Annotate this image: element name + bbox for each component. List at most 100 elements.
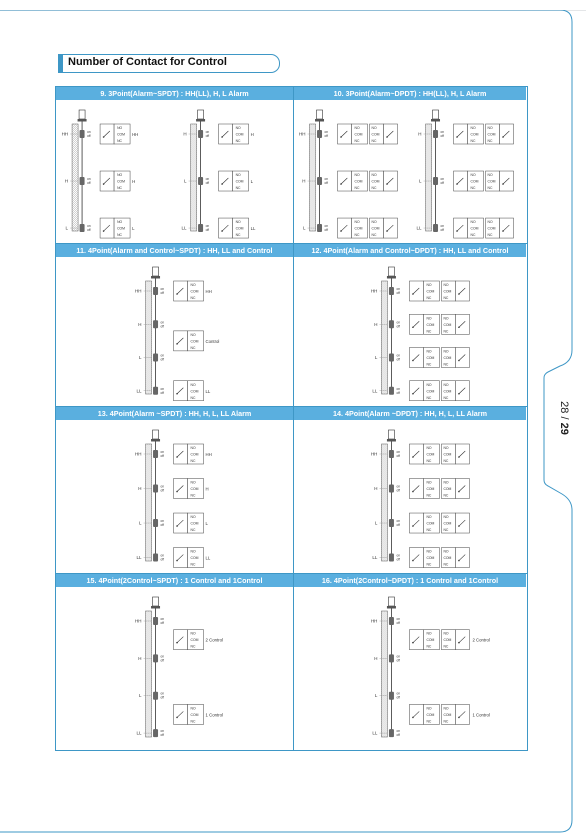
output-label: 1 Control (206, 712, 223, 717)
terminal-nc: NC (471, 139, 476, 143)
hatch-line (145, 309, 152, 317)
hatch-line (425, 152, 432, 160)
float (79, 224, 85, 233)
hatch-line (190, 150, 197, 158)
float-state: off (396, 358, 400, 362)
terminal-block (423, 443, 440, 465)
relay-pivot (456, 136, 458, 138)
float (388, 729, 394, 738)
hatch-line (145, 704, 152, 712)
hatch-line (425, 154, 432, 162)
hatch-line (190, 156, 197, 164)
terminal-com: COM (426, 453, 434, 457)
terminal-nc: NC (426, 296, 431, 300)
sensor-flange (151, 276, 161, 279)
hatch-line (190, 206, 197, 214)
hatch-line (381, 325, 388, 333)
terminal-no: NO (191, 515, 196, 519)
hatch-line (190, 208, 197, 216)
terminal-block (351, 217, 368, 239)
hatch-line (71, 140, 79, 148)
hatch-line (309, 184, 316, 192)
float-state: on (161, 354, 165, 358)
relay-contact (502, 224, 510, 232)
terminal-nc: NC (471, 233, 476, 237)
terminal-no: NO (191, 632, 196, 636)
relay-contact (412, 354, 420, 361)
level-label: LL (137, 555, 143, 560)
relay-contact (458, 387, 466, 394)
hatch-line (145, 375, 152, 383)
float (388, 450, 394, 458)
float (433, 130, 439, 138)
hatch-line (381, 620, 388, 628)
float (153, 450, 159, 458)
hatch-line (381, 444, 388, 452)
terminal-nc: NC (372, 139, 377, 143)
relay-contact (412, 287, 420, 295)
hatch-line (381, 516, 388, 524)
tank-wall (381, 443, 388, 562)
float-state: on (325, 177, 329, 181)
float (317, 130, 323, 138)
hatch-line (381, 692, 388, 700)
terminal-no: NO (426, 316, 431, 320)
hatch-line (425, 184, 432, 192)
terminal-no: NO (355, 173, 360, 177)
hatch-line (145, 325, 152, 333)
hatch-line (381, 339, 388, 347)
hatch-line (145, 482, 152, 490)
terminal-nc: NC (426, 459, 431, 463)
hatch-line (145, 734, 148, 738)
hatch-line (145, 638, 152, 646)
hatch-line (145, 646, 152, 654)
hatch-line (381, 383, 388, 391)
terminal-nc: NC (443, 719, 448, 723)
hatch-line (190, 186, 197, 194)
relay-pivot (456, 230, 458, 232)
hatch-line (74, 123, 79, 128)
hatch-line (425, 146, 432, 154)
cell-10: 10. 3Point(Alarm~DPDT) : HH(LL), H, L Al… (294, 87, 526, 243)
terminal-no: NO (443, 481, 448, 485)
hatch-line (425, 134, 432, 142)
hatch-line (381, 373, 388, 381)
hatch-line (145, 315, 152, 323)
hatch-line (309, 136, 316, 144)
relay-pivot (458, 525, 460, 527)
terminal-com: COM (443, 556, 451, 560)
terminal-block (187, 443, 204, 465)
terminal-block (423, 380, 440, 401)
relay-pivot (176, 525, 178, 527)
float-state: on (161, 485, 165, 489)
terminal-com: COM (191, 522, 199, 526)
level-label: L (303, 226, 306, 231)
tank-wall (309, 123, 316, 232)
float-state: off (325, 181, 329, 185)
float (433, 224, 439, 233)
float (388, 617, 394, 625)
hatch-line (190, 198, 197, 206)
terminal-nc: NC (236, 233, 241, 237)
hatch-line (381, 548, 388, 556)
hatch-line (309, 170, 316, 178)
hatch-line (190, 134, 197, 142)
float-state: off (161, 523, 165, 527)
hatch-line (425, 190, 432, 198)
hatch-line (145, 295, 152, 303)
hatch-line (145, 714, 152, 722)
hatch-line (309, 150, 316, 158)
hatch-line (381, 514, 388, 522)
hatch-line (381, 343, 388, 351)
hatch-line (145, 718, 152, 726)
hatch-line (145, 478, 152, 486)
cell-title: 12. 4Point(Alarm and Control~DPDT) : HH,… (294, 244, 526, 257)
hatch-line (190, 182, 197, 190)
terminal-block (113, 217, 131, 239)
float-state: off (396, 391, 400, 395)
float (317, 224, 323, 233)
hatch-line (145, 548, 152, 556)
relay-contact (412, 711, 420, 718)
terminal-no: NO (355, 126, 360, 130)
hatch-line (309, 198, 316, 206)
